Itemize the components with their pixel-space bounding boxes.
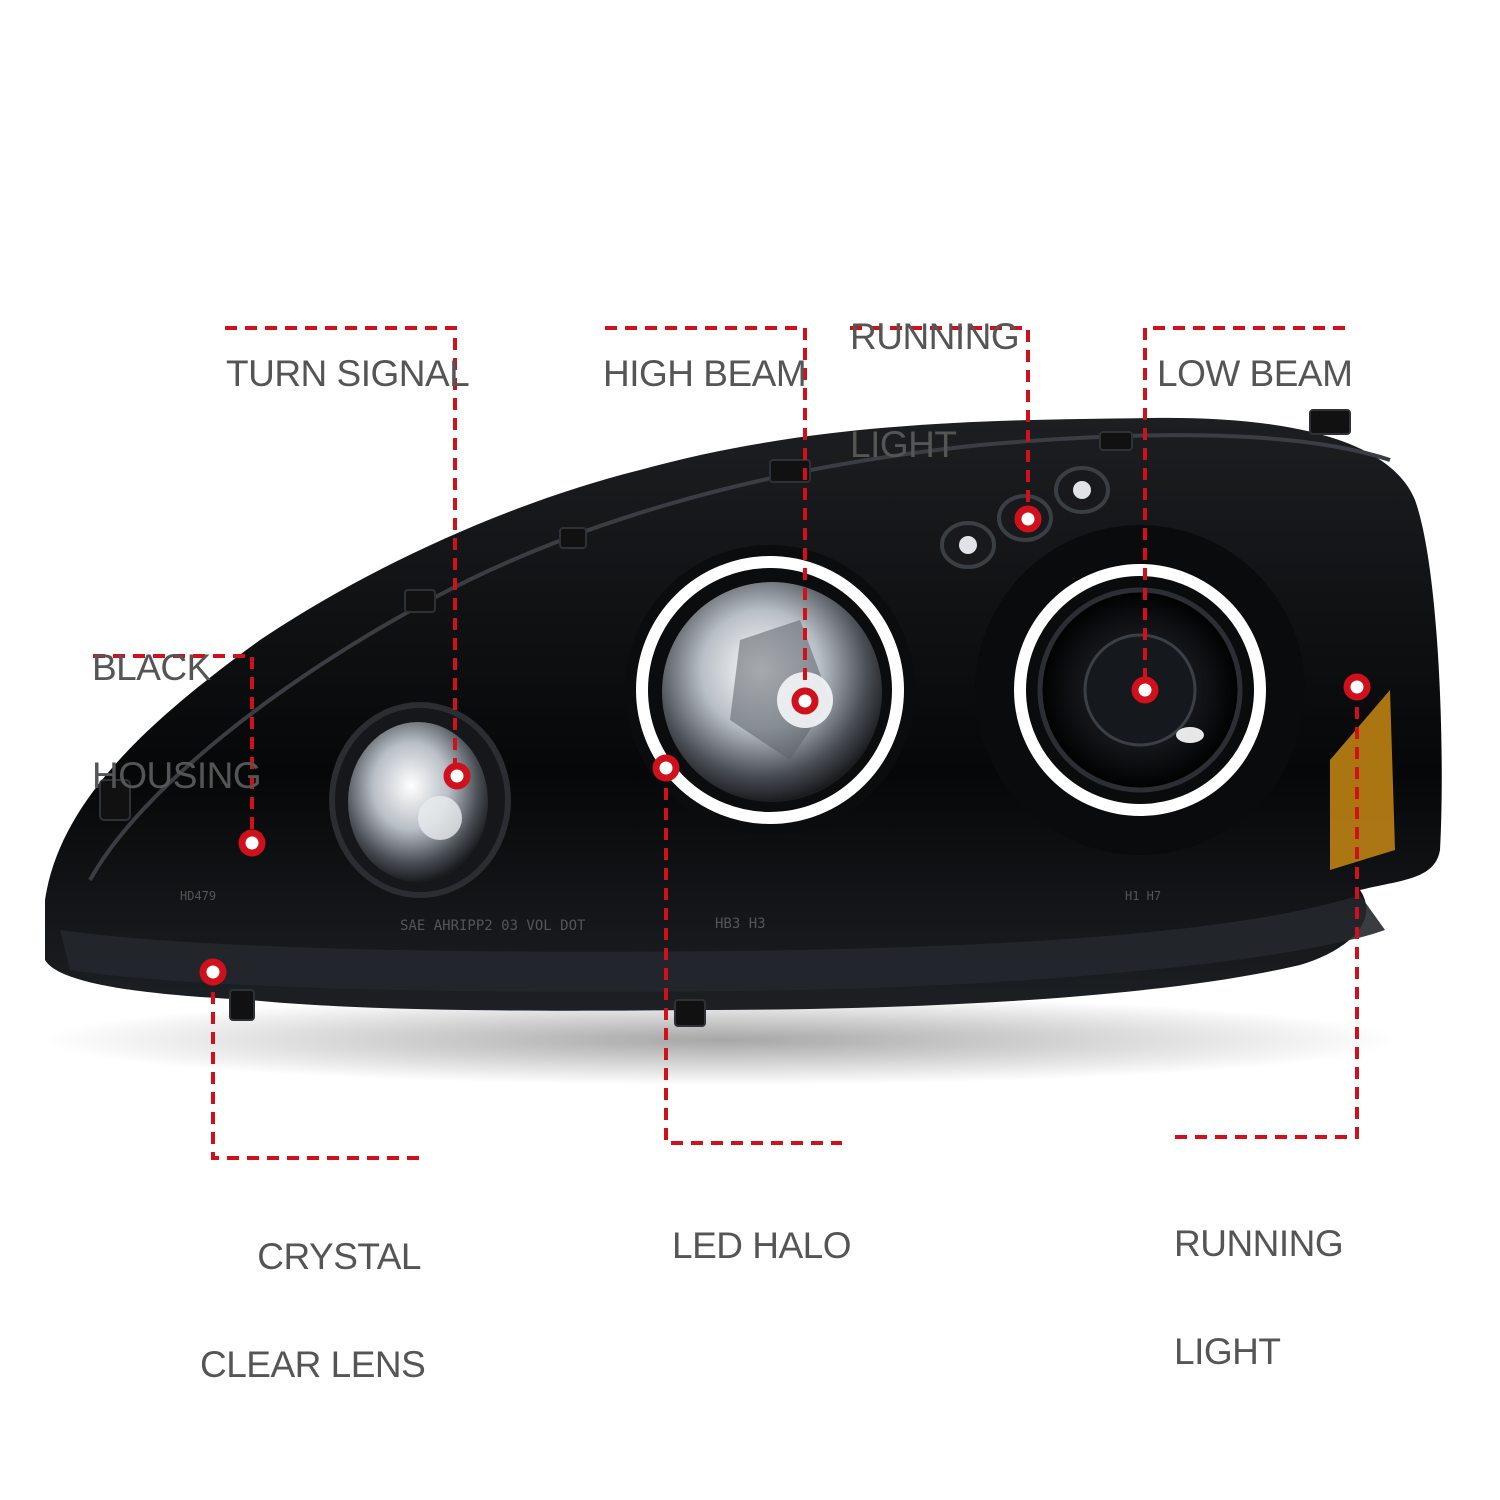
crystal-clear-lens-label-2: CLEAR LENS (200, 1344, 426, 1385)
callout-black-housing: BLACK HOUSING (92, 578, 262, 866)
low-beam-label: LOW BEAM (1157, 353, 1353, 394)
high-beam-label: HIGH BEAM (603, 353, 807, 394)
callout-high-beam: HIGH BEAM (603, 284, 807, 464)
lens-marking-h1: H1 H7 (1125, 889, 1161, 903)
dot-running-light-top (1014, 505, 1042, 533)
dot-low-beam (1131, 676, 1159, 704)
dot-high-beam (791, 687, 819, 715)
mounting-tabs (99, 409, 1351, 1027)
callout-running-light-top: RUNNING LIGHT (850, 247, 1020, 535)
leader-low-beam (1143, 326, 1345, 690)
leader-running-light-top (850, 326, 1030, 518)
callout-crystal-clear-lens: CRYSTAL CLEAR LENS (200, 1167, 426, 1455)
high-beam-halo-ring (636, 556, 904, 824)
turn-signal-label: TURN SIGNAL (226, 353, 470, 394)
leader-black-housing (93, 654, 254, 842)
clear-lens-band (60, 895, 1385, 992)
dot-running-light-side (1343, 673, 1371, 701)
callout-turn-signal: TURN SIGNAL (226, 284, 470, 464)
callout-dots (199, 505, 1371, 986)
black-housing-label-1: BLACK (92, 647, 211, 688)
running-light-top-label-2: LIGHT (850, 424, 957, 465)
dot-crystal-clear-lens (199, 958, 227, 986)
lens-marking-hb3: HB3 H3 (715, 916, 766, 932)
running-light-side-label-1: RUNNING (1174, 1223, 1344, 1264)
leader-running-light-side (1175, 687, 1359, 1139)
leader-crystal-clear-lens (211, 972, 420, 1160)
leader-led-halo (664, 768, 842, 1145)
callout-low-beam: LOW BEAM (1157, 284, 1353, 464)
dot-led-halo (652, 754, 680, 782)
leader-turn-signal (225, 326, 457, 775)
running-light-top-label-1: RUNNING (850, 316, 1020, 357)
turn-signal-lens (348, 722, 488, 882)
crystal-clear-lens-label-1: CRYSTAL (257, 1236, 421, 1277)
callout-leaders (93, 326, 1359, 1160)
ground-shadow (40, 995, 1400, 1085)
amber-side-marker (1330, 690, 1395, 870)
lens-marking-dot: SAE AHRIPP2 03 VOL DOT (400, 918, 586, 934)
running-light-side-label-2: LIGHT (1174, 1331, 1281, 1372)
dot-turn-signal (443, 762, 471, 790)
housing-upper-rim (88, 433, 1391, 881)
dot-black-housing (238, 829, 266, 857)
leader-high-beam (605, 326, 807, 700)
callout-led-halo: LED HALO (672, 1156, 852, 1336)
lens-marking-hd: HD479 (180, 889, 216, 903)
led-halo-label: LED HALO (672, 1225, 852, 1266)
black-housing-label-2: HOUSING (92, 755, 262, 796)
low-beam-halo-ring (1014, 564, 1266, 816)
callout-running-light-side: RUNNING LIGHT (1174, 1154, 1344, 1442)
